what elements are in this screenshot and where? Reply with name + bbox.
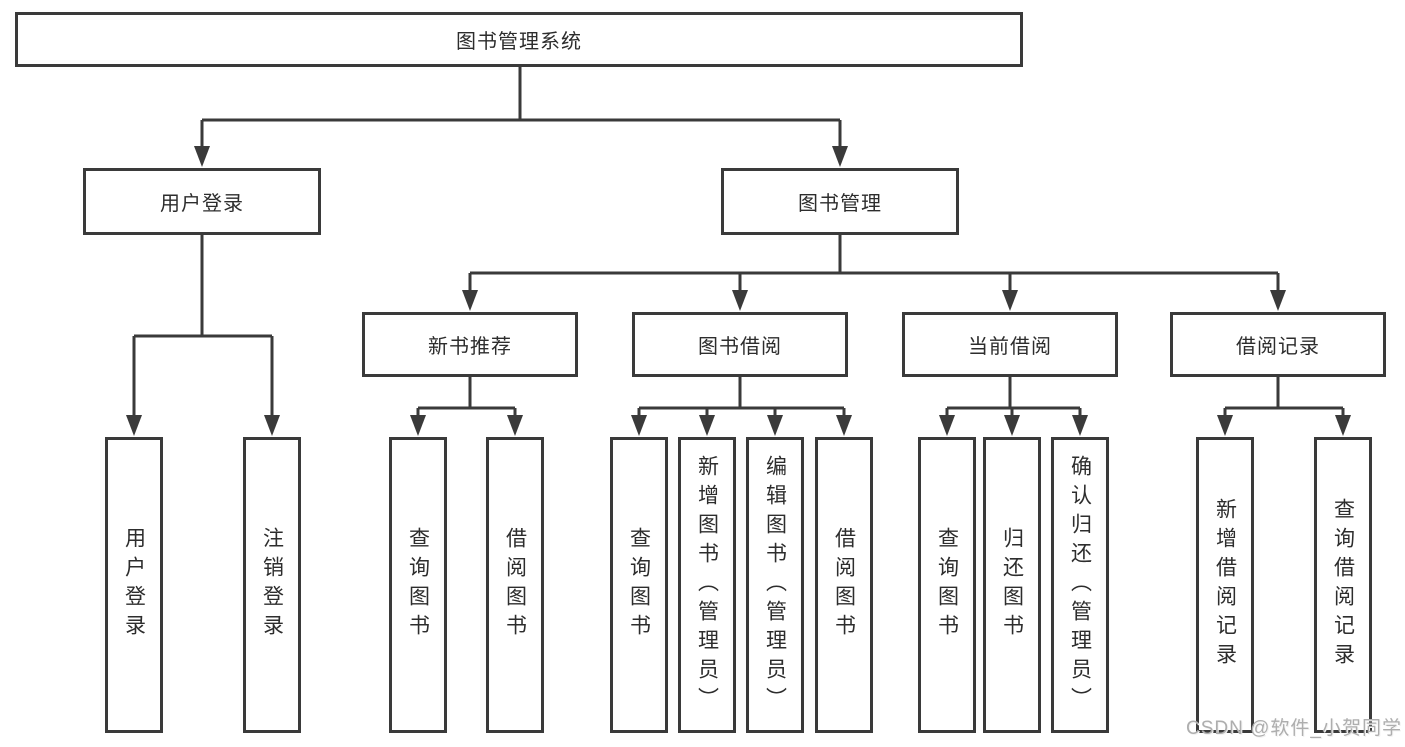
node-label: 确认归还（管理员） bbox=[1068, 454, 1092, 716]
node-user-login-group: 用户登录 bbox=[83, 168, 321, 235]
node-edit-books-admin: 编辑图书（管理员） bbox=[746, 437, 804, 733]
node-query-books-1: 查询图书 bbox=[389, 437, 447, 733]
node-label: 用户登录 bbox=[160, 193, 244, 215]
node-label: 借阅记录 bbox=[1236, 336, 1320, 358]
node-label: 借阅图书 bbox=[503, 527, 527, 643]
node-library-management-system: 图书管理系统 bbox=[15, 12, 1023, 67]
node-label: 新增图书（管理员） bbox=[695, 454, 719, 716]
node-logout: 注销登录 bbox=[243, 437, 301, 733]
node-label: 查询借阅记录 bbox=[1331, 498, 1355, 672]
node-book-management: 图书管理 bbox=[721, 168, 959, 235]
node-label: 新书推荐 bbox=[428, 336, 512, 358]
node-add-books-admin: 新增图书（管理员） bbox=[678, 437, 736, 733]
node-label: 图书管理系统 bbox=[456, 31, 582, 53]
node-label: 当前借阅 bbox=[968, 336, 1052, 358]
node-confirm-return-admin: 确认归还（管理员） bbox=[1051, 437, 1109, 733]
node-query-books-2: 查询图书 bbox=[610, 437, 668, 733]
node-label: 查询图书 bbox=[627, 527, 651, 643]
node-user-login: 用户登录 bbox=[105, 437, 163, 733]
node-query-books-3: 查询图书 bbox=[918, 437, 976, 733]
node-label: 借阅图书 bbox=[832, 527, 856, 643]
node-borrow-books-2: 借阅图书 bbox=[815, 437, 873, 733]
node-return-books: 归还图书 bbox=[983, 437, 1041, 733]
node-label: 归还图书 bbox=[1000, 527, 1024, 643]
node-label: 用户登录 bbox=[122, 527, 146, 643]
node-query-borrow-record: 查询借阅记录 bbox=[1314, 437, 1372, 733]
node-current-borrowing: 当前借阅 bbox=[902, 312, 1118, 377]
node-new-book-recommendation: 新书推荐 bbox=[362, 312, 578, 377]
node-label: 新增借阅记录 bbox=[1213, 498, 1237, 672]
node-add-borrow-record: 新增借阅记录 bbox=[1196, 437, 1254, 733]
node-borrowing-records: 借阅记录 bbox=[1170, 312, 1386, 377]
watermark: CSDN @软件_小贺同学 bbox=[1186, 718, 1402, 739]
node-book-borrowing: 图书借阅 bbox=[632, 312, 848, 377]
node-label: 查询图书 bbox=[935, 527, 959, 643]
node-borrow-books-1: 借阅图书 bbox=[486, 437, 544, 733]
node-label: 图书管理 bbox=[798, 193, 882, 215]
node-label: 注销登录 bbox=[260, 527, 284, 643]
node-label: 查询图书 bbox=[406, 527, 430, 643]
node-label: 编辑图书（管理员） bbox=[763, 454, 787, 716]
node-label: 图书借阅 bbox=[698, 336, 782, 358]
